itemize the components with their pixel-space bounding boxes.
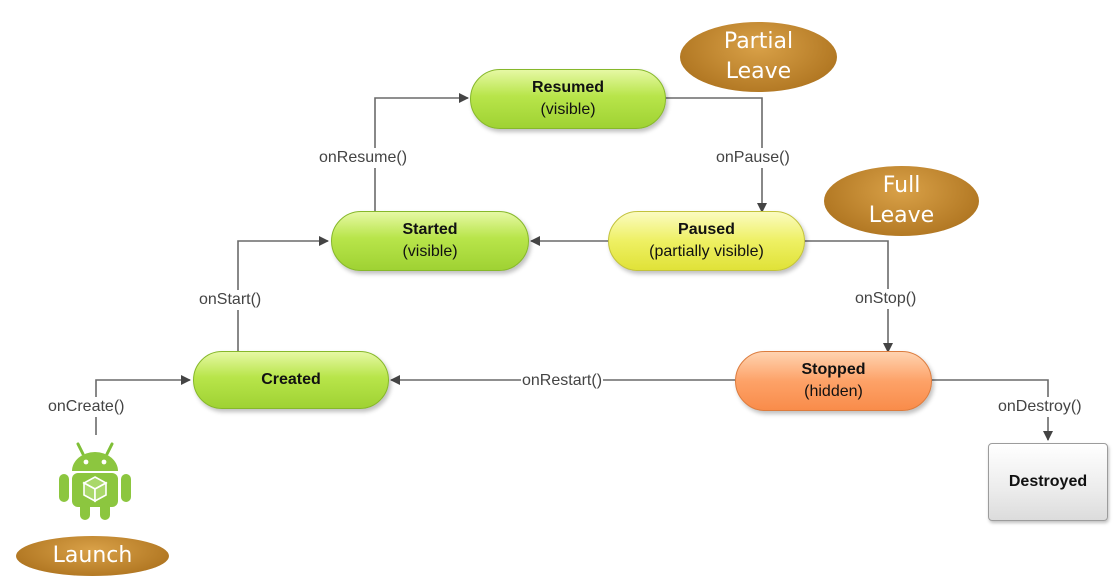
callback-on-pause: onPause() (715, 148, 791, 168)
callback-on-resume: onResume() (318, 148, 409, 168)
state-title: Stopped (801, 361, 866, 378)
bubble-partial-leave: Partial Leave (680, 22, 837, 92)
state-title: Created (261, 371, 321, 388)
bubble-line: Full (882, 173, 921, 198)
arrow-stopped-to-destroyed (932, 379, 1053, 441)
state-title: Started (402, 221, 458, 238)
bubble-line: Leave (868, 203, 935, 228)
arrow-paused-to-stopped (805, 240, 893, 353)
callback-on-start: onStart() (198, 290, 263, 310)
state-resumed: Resumed (visible) (470, 69, 666, 129)
bubble-full-leave: Full Leave (824, 166, 979, 236)
state-title: Destroyed (1008, 473, 1088, 490)
callback-on-create: onCreate() (47, 397, 126, 417)
state-subtitle: (partially visible) (649, 243, 764, 260)
callback-on-stop: onStop() (854, 289, 918, 309)
android-robot-icon (59, 442, 131, 520)
state-subtitle: (hidden) (804, 383, 863, 400)
bubble-line: Leave (725, 59, 792, 84)
state-title: Paused (678, 221, 735, 238)
bubble-line: Partial (723, 29, 794, 54)
state-started: Started (visible) (331, 211, 529, 271)
arrow-resumed-to-paused (665, 97, 767, 213)
callback-on-restart: onRestart() (521, 371, 604, 391)
state-paused: Paused (partially visible) (608, 211, 805, 271)
bubble-line: Launch (52, 543, 133, 568)
arrow-started-to-resumed (374, 93, 469, 212)
state-stopped: Stopped (hidden) (735, 351, 932, 411)
state-title: Resumed (531, 79, 605, 96)
state-subtitle: (visible) (540, 101, 596, 118)
callback-on-destroy: onDestroy() (997, 397, 1083, 417)
state-subtitle: (visible) (402, 243, 458, 260)
state-destroyed: Destroyed (988, 443, 1108, 521)
state-created: Created (193, 351, 389, 409)
bubble-launch: Launch (16, 536, 169, 576)
arrow-created-to-started (237, 236, 329, 352)
